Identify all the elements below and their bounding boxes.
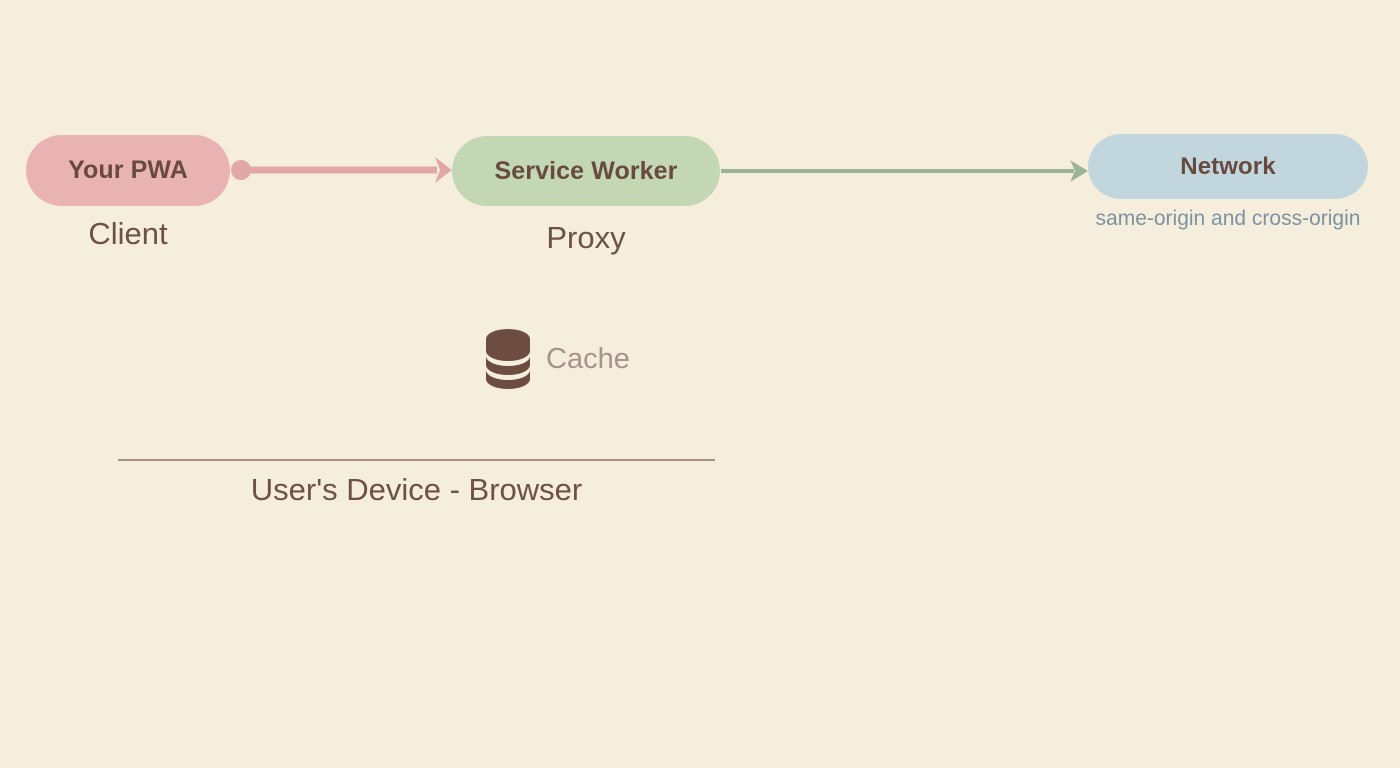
caption-proxy: Proxy (546, 220, 626, 255)
node-label: Your PWA (68, 156, 188, 184)
device-boundary-label: User's Device - Browser (250, 472, 583, 507)
node-your-pwa[interactable]: Your PWA (26, 135, 230, 206)
connector-pwa-to-service-worker (231, 157, 452, 183)
database-icon (486, 329, 530, 389)
caption-network-origins: same-origin and cross-origin (1095, 207, 1361, 230)
node-service-worker[interactable]: Service Worker (452, 136, 720, 206)
connector-start-dot (231, 160, 251, 180)
node-label: Network (1180, 152, 1276, 180)
connector-service-worker-to-network (721, 160, 1088, 182)
connector-arrowhead-icon (1070, 160, 1088, 182)
node-label: Service Worker (494, 156, 678, 185)
device-boundary-divider (118, 459, 715, 461)
caption-client: Client (88, 216, 168, 251)
cache-group[interactable]: Cache (484, 327, 630, 391)
cache-label: Cache (546, 342, 630, 375)
connector-arrowhead-icon (435, 157, 452, 183)
node-network[interactable]: Network (1088, 134, 1368, 199)
